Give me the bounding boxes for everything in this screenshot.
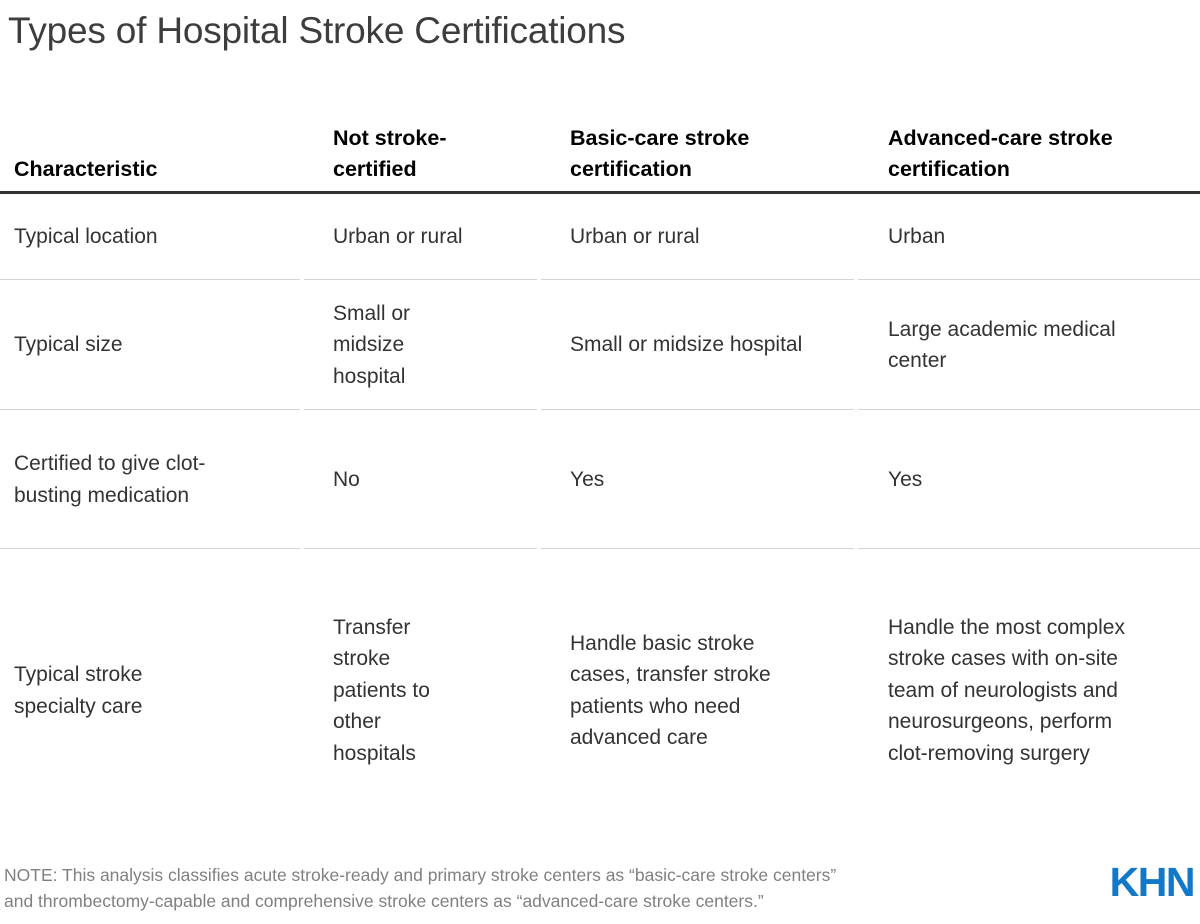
cell-text: Yes — [888, 467, 923, 491]
row-label-cell: Typical stroke specialty care — [0, 659, 305, 722]
cell-text: No — [333, 467, 360, 491]
column-header-label: Characteristic — [14, 157, 158, 181]
cell-advanced-care: Yes — [861, 464, 1200, 496]
table-row: Typical location Urban or rural Urban or… — [0, 194, 1200, 280]
column-header-advanced-care: Advanced-care stroke certification — [861, 121, 1200, 185]
cell-advanced-care: Large academic medical center — [861, 314, 1200, 377]
column-header-characteristic: Characteristic — [0, 121, 305, 185]
cell-not-certified: Small or midsize hospital — [305, 298, 543, 393]
table-row: Certified to give clot-busting medicatio… — [0, 410, 1200, 549]
cell-text: Small or midsize hospital — [570, 333, 803, 357]
cell-text: Urban or rural — [570, 225, 700, 249]
column-header-label: Advanced-care stroke certification — [888, 126, 1113, 181]
cell-text: Certified to give clot-busting medicatio… — [14, 452, 206, 507]
cell-text: Small or midsize hospital — [333, 301, 411, 388]
column-header-label: Not stroke-certified — [333, 126, 447, 181]
cell-text: Urban — [888, 225, 946, 249]
table-header-row: Characteristic Not stroke-certified Basi… — [0, 108, 1200, 194]
cell-basic-care: Handle basic stroke cases, transfer stro… — [543, 628, 861, 754]
row-label-cell: Typical size — [0, 329, 305, 361]
cell-text: Handle basic stroke cases, transfer stro… — [570, 631, 771, 750]
footer-note-line-2: and thrombectomy-capable and comprehensi… — [4, 891, 764, 911]
khn-logo: KHN — [1109, 859, 1196, 905]
cell-text: Typical location — [14, 225, 158, 249]
cell-text: Urban or rural — [333, 225, 463, 249]
cell-basic-care: Urban or rural — [543, 221, 861, 253]
cell-text: Yes — [570, 467, 605, 491]
cell-basic-care: Yes — [543, 464, 861, 496]
row-label-cell: Typical location — [0, 221, 305, 253]
stroke-certification-table: Characteristic Not stroke-certified Basi… — [0, 108, 1200, 832]
table-row: Typical size Small or midsize hospital S… — [0, 280, 1200, 410]
footer-note-line-1: NOTE: This analysis classifies acute str… — [4, 865, 837, 885]
footer-note: NOTE: This analysis classifies acute str… — [4, 862, 1069, 914]
column-header-label: Basic-care stroke certification — [570, 126, 750, 181]
cell-text: Large academic medical center — [888, 317, 1116, 373]
table-row: Typical stroke specialty care Transfer s… — [0, 549, 1200, 832]
cell-text: Typical size — [14, 333, 123, 357]
column-header-not-certified: Not stroke-certified — [305, 121, 543, 185]
footer: NOTE: This analysis classifies acute str… — [0, 852, 1200, 924]
cell-basic-care: Small or midsize hospital — [543, 329, 861, 361]
cell-text: Handle the most complex stroke cases wit… — [888, 615, 1125, 765]
column-header-basic-care: Basic-care stroke certification — [543, 121, 861, 185]
cell-not-certified: Transfer stroke patients to other hospit… — [305, 612, 543, 770]
cell-advanced-care: Handle the most complex stroke cases wit… — [861, 612, 1200, 770]
cell-advanced-care: Urban — [861, 221, 1200, 253]
row-label-cell: Certified to give clot-busting medicatio… — [0, 448, 305, 511]
cell-not-certified: No — [305, 464, 543, 496]
cell-text: Transfer stroke patients to other hospit… — [333, 615, 430, 765]
cell-not-certified: Urban or rural — [305, 221, 543, 253]
page-title: Types of Hospital Stroke Certifications — [8, 10, 626, 51]
cell-text: Typical stroke specialty care — [14, 663, 143, 718]
